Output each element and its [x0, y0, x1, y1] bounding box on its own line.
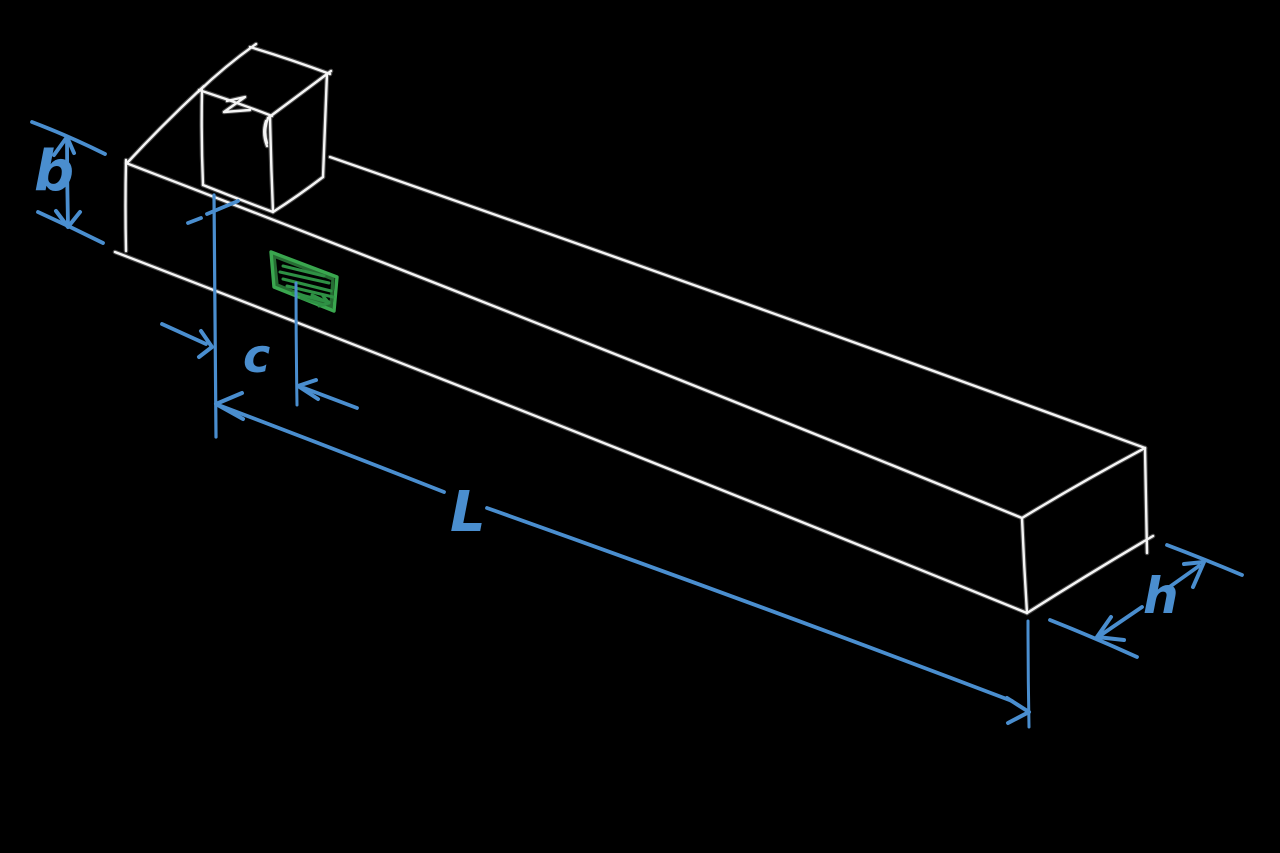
dimension-L: L — [214, 391, 1031, 729]
dimension-c: c — [160, 193, 359, 439]
c-extension-line-left — [212, 193, 218, 439]
green-marker-outline-inner — [272, 254, 335, 309]
c-dimension-label: c — [243, 329, 270, 383]
scribble-stroke — [278, 270, 331, 285]
L-extension-line-right — [1026, 619, 1031, 729]
sketch-lines-core — [113, 42, 1155, 615]
L-arrowhead-right — [1005, 696, 1031, 725]
scribble-arrow-mark — [310, 293, 331, 308]
h-arrow-lower-shaft — [1099, 605, 1144, 637]
h-extension-tick-lower — [1048, 618, 1139, 659]
L-dim-line-segment-2 — [485, 506, 1014, 703]
h-extension-tick-upper — [1165, 543, 1244, 577]
h-arrow-upper-shaft — [1166, 564, 1201, 590]
h-dimension-label: h — [1143, 567, 1179, 625]
b-arrow-shaft — [65, 136, 70, 228]
green-marker-outline-outer — [269, 250, 339, 313]
c-arrowhead-left — [197, 329, 214, 359]
L-arrowhead-left — [214, 391, 245, 421]
b-extension-tick-bottom — [36, 210, 105, 245]
scribble-stroke — [299, 296, 326, 307]
green-area-marker — [269, 250, 339, 313]
scribble-stroke — [281, 277, 333, 293]
L-dimension-label: L — [450, 480, 486, 545]
L-dim-line-segment-1 — [219, 404, 446, 494]
b-dimension-label: b — [34, 139, 74, 204]
b-arrowhead-down — [54, 209, 82, 229]
centerline-cross-mark — [205, 199, 240, 216]
b-arrowhead-up — [52, 135, 76, 157]
dimension-b: b — [30, 120, 107, 245]
h-arrowhead-upper — [1182, 560, 1206, 589]
h-arrowhead-lower — [1095, 615, 1126, 642]
c-extension-line-right — [294, 281, 299, 407]
green-marker-outline — [269, 250, 339, 313]
c-arrow-left-shaft — [160, 322, 208, 346]
dimension-h: h — [1048, 543, 1244, 659]
scribble-stroke — [281, 264, 326, 278]
centerline-dash-mark — [186, 216, 203, 225]
c-arrowhead-right — [296, 378, 320, 401]
c-arrow-right-shaft — [302, 386, 359, 410]
